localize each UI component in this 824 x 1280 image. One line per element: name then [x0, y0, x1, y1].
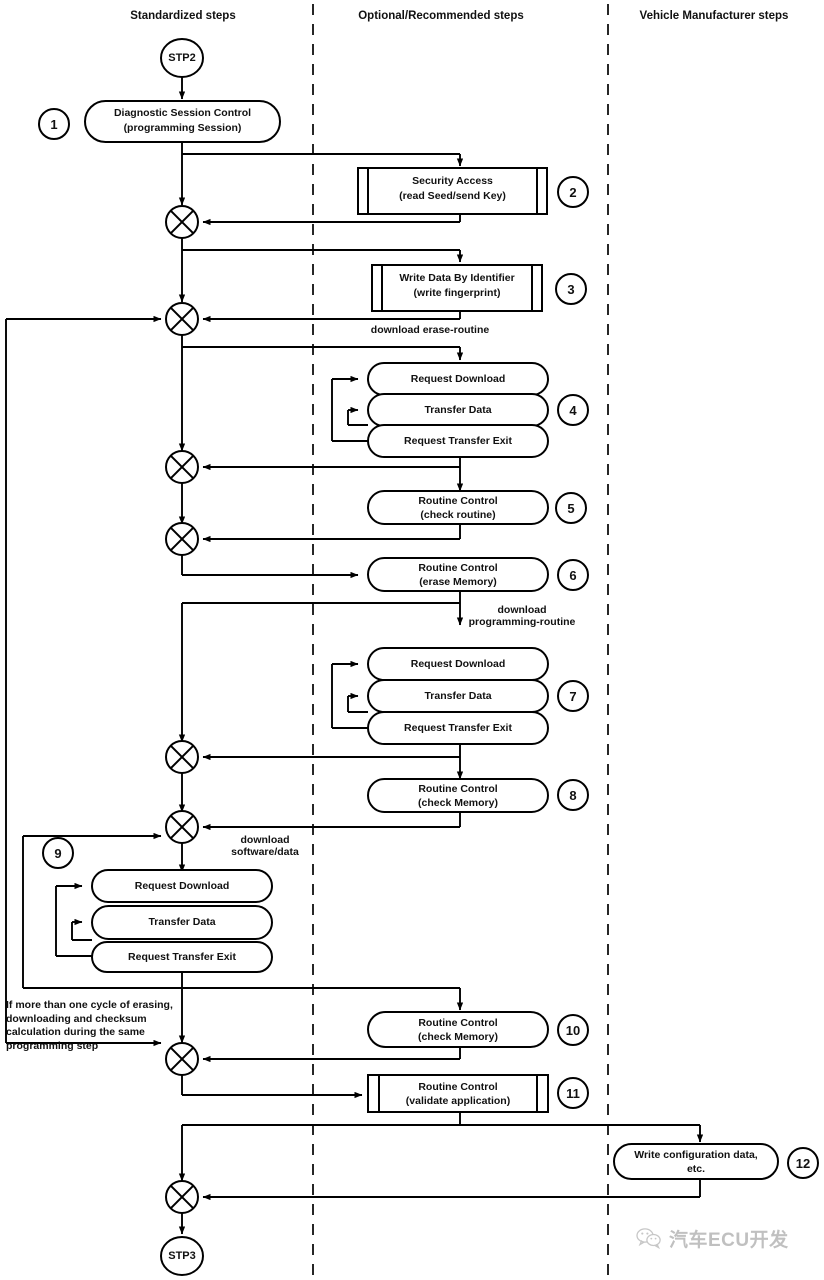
junction-node: [165, 740, 199, 774]
step-number-circle: [557, 779, 589, 811]
junction-node: [165, 450, 199, 484]
junction-node: [165, 1180, 199, 1214]
wechat-icon: [636, 1228, 661, 1249]
junction-group: [165, 205, 199, 1214]
step-number-circle: [557, 1014, 589, 1046]
process-node: [367, 1074, 549, 1113]
junction-node: [165, 810, 199, 844]
terminator-end: [160, 1236, 204, 1276]
step-number-circle: [42, 837, 74, 869]
process-node: [91, 905, 273, 940]
edge-label-download-erase-routine: download erase-routine: [370, 324, 490, 336]
step-number-circle: [557, 394, 589, 426]
process-node: [367, 711, 549, 745]
step-number-circle: [557, 1077, 589, 1109]
process-node: [367, 647, 549, 681]
junction-node: [165, 302, 199, 336]
edge-label-download-software-data: download software/data: [231, 834, 299, 858]
step-number-circle: [787, 1147, 819, 1179]
column-header-optional: Optional/Recommended steps: [358, 10, 524, 22]
process-node: [367, 362, 549, 396]
junction-node: [165, 1042, 199, 1076]
terminator-start: [160, 38, 204, 78]
step-number-circle: [555, 492, 587, 524]
process-node: [367, 557, 549, 592]
process-node: [357, 167, 548, 215]
junction-node: [165, 522, 199, 556]
watermark-text: 汽车ECU开发: [669, 1229, 789, 1251]
process-node: [84, 100, 281, 143]
step-number-circle: [557, 559, 589, 591]
watermark: 汽车ECU开发: [636, 1218, 814, 1258]
column-header-standardized: Standardized steps: [130, 10, 236, 22]
process-node: [371, 264, 543, 312]
process-node: [367, 778, 549, 813]
process-node: [91, 941, 273, 973]
process-node: [367, 1011, 549, 1048]
process-node: [367, 490, 549, 525]
step-number-circle: [557, 680, 589, 712]
step-number-circle: [555, 273, 587, 305]
note-more-than-one-cycle: If more than one cycle of erasing, downl…: [6, 999, 173, 1052]
step-number-circle: [557, 176, 589, 208]
column-header-vehicle: Vehicle Manufacturer steps: [639, 10, 789, 22]
process-node: [91, 869, 273, 903]
process-node: [367, 424, 549, 458]
edge-label-download-programming-routine: download programming-routine: [468, 604, 576, 628]
junction-node: [165, 205, 199, 239]
process-node: [367, 679, 549, 713]
step-number-circle: [38, 108, 70, 140]
process-node: [613, 1143, 779, 1180]
step-number-circle-group: [38, 108, 819, 1179]
process-node: [367, 393, 549, 427]
